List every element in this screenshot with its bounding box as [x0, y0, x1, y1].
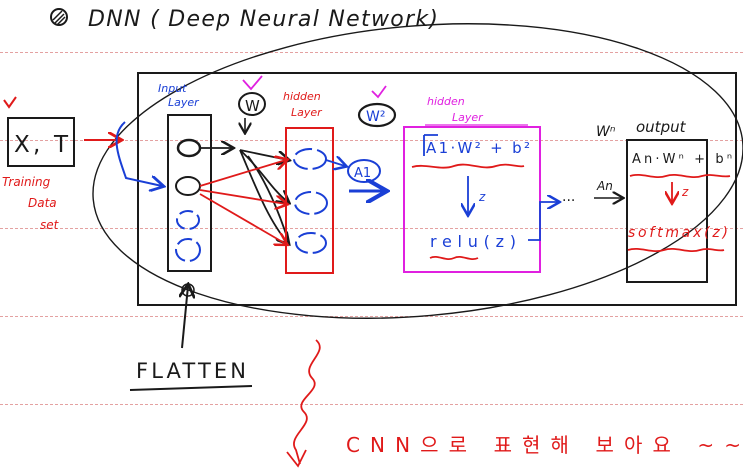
a1-label: A1 — [354, 166, 371, 181]
training-label-2: Data — [28, 196, 57, 210]
network-frame — [137, 72, 737, 306]
hidden2-label-1: hidden — [427, 95, 465, 108]
hidden2-relu-underline — [429, 255, 479, 261]
output-layer-box — [626, 139, 708, 283]
notebook-rule — [0, 140, 743, 141]
hidden2-formula-underline — [411, 163, 525, 169]
hidden2-formula-bracket — [423, 134, 438, 156]
training-label-1: Training — [2, 175, 51, 189]
squiggle-arrow — [293, 339, 321, 465]
input-neuron — [176, 210, 200, 230]
softmax-label: softmax(z) — [628, 225, 728, 241]
weight1-checkmark-icon — [242, 75, 263, 91]
hidden2-label-2: Layer — [452, 111, 484, 124]
input-layer-label-1: Input — [158, 82, 187, 95]
hidden1-layer-box — [285, 127, 334, 274]
hidden1-neuron — [295, 232, 327, 254]
hidden2-formula: A1·W² + b² — [426, 139, 530, 157]
weight1-label: W — [245, 97, 260, 115]
input-to-hidden-edges — [199, 148, 288, 244]
weight2-checkmark-icon — [371, 85, 387, 99]
flatten-underline — [129, 385, 253, 391]
hidden2-layer-box — [403, 126, 541, 273]
input-box — [7, 117, 75, 167]
input-neuron — [176, 138, 202, 158]
cnn-note: CNN으로 표현해 보아요 ~~ — [346, 433, 741, 457]
notebook-rule — [0, 316, 743, 317]
squiggle-arrow-head — [286, 449, 307, 468]
hidden1-neuron — [293, 148, 327, 170]
hidden2-z-label: z — [478, 190, 486, 204]
title-bullet-icon — [50, 8, 68, 26]
flatten-label: FLATTEN — [136, 359, 246, 383]
weight2-circle — [357, 102, 397, 128]
hidden1-neuron — [294, 191, 328, 215]
hidden1-label-1: hidden — [283, 90, 321, 103]
output-label: output — [636, 118, 687, 136]
notebook-rule — [0, 52, 743, 53]
notebook-rule — [0, 228, 743, 229]
input-box-label: X, T — [14, 132, 69, 158]
output-formula-underline — [629, 173, 731, 179]
training-label-3: set — [40, 218, 60, 232]
input-neuron — [175, 176, 201, 196]
input-layer-label-2: Layer — [168, 96, 200, 109]
a1-arrow — [325, 160, 345, 166]
continuation-dots: ··· — [562, 193, 575, 209]
hidden2-relu: relu(z) — [430, 232, 516, 251]
output-z-label: z — [681, 185, 689, 199]
a1-circle — [347, 159, 381, 183]
page-title: DNN ( Deep Neural Network) — [88, 7, 438, 32]
input-curve-arrow — [115, 121, 162, 186]
hidden2-output-arrow — [528, 202, 558, 241]
input-layer-box — [167, 114, 212, 272]
weight2-label: W² — [366, 109, 385, 125]
input-neuron — [175, 238, 201, 262]
an-label: An — [596, 179, 613, 193]
check-mark-icon — [3, 96, 17, 109]
notebook-rule — [0, 404, 743, 405]
output-formula: An·Wⁿ + bⁿ — [632, 152, 732, 167]
hidden1-label-2: Layer — [291, 106, 323, 119]
network-ellipse — [92, 23, 743, 319]
flatten-arrow-head — [181, 283, 195, 297]
weight1-circle — [238, 92, 266, 116]
weightn-label: Wⁿ — [596, 124, 616, 140]
softmax-underline — [627, 247, 725, 253]
